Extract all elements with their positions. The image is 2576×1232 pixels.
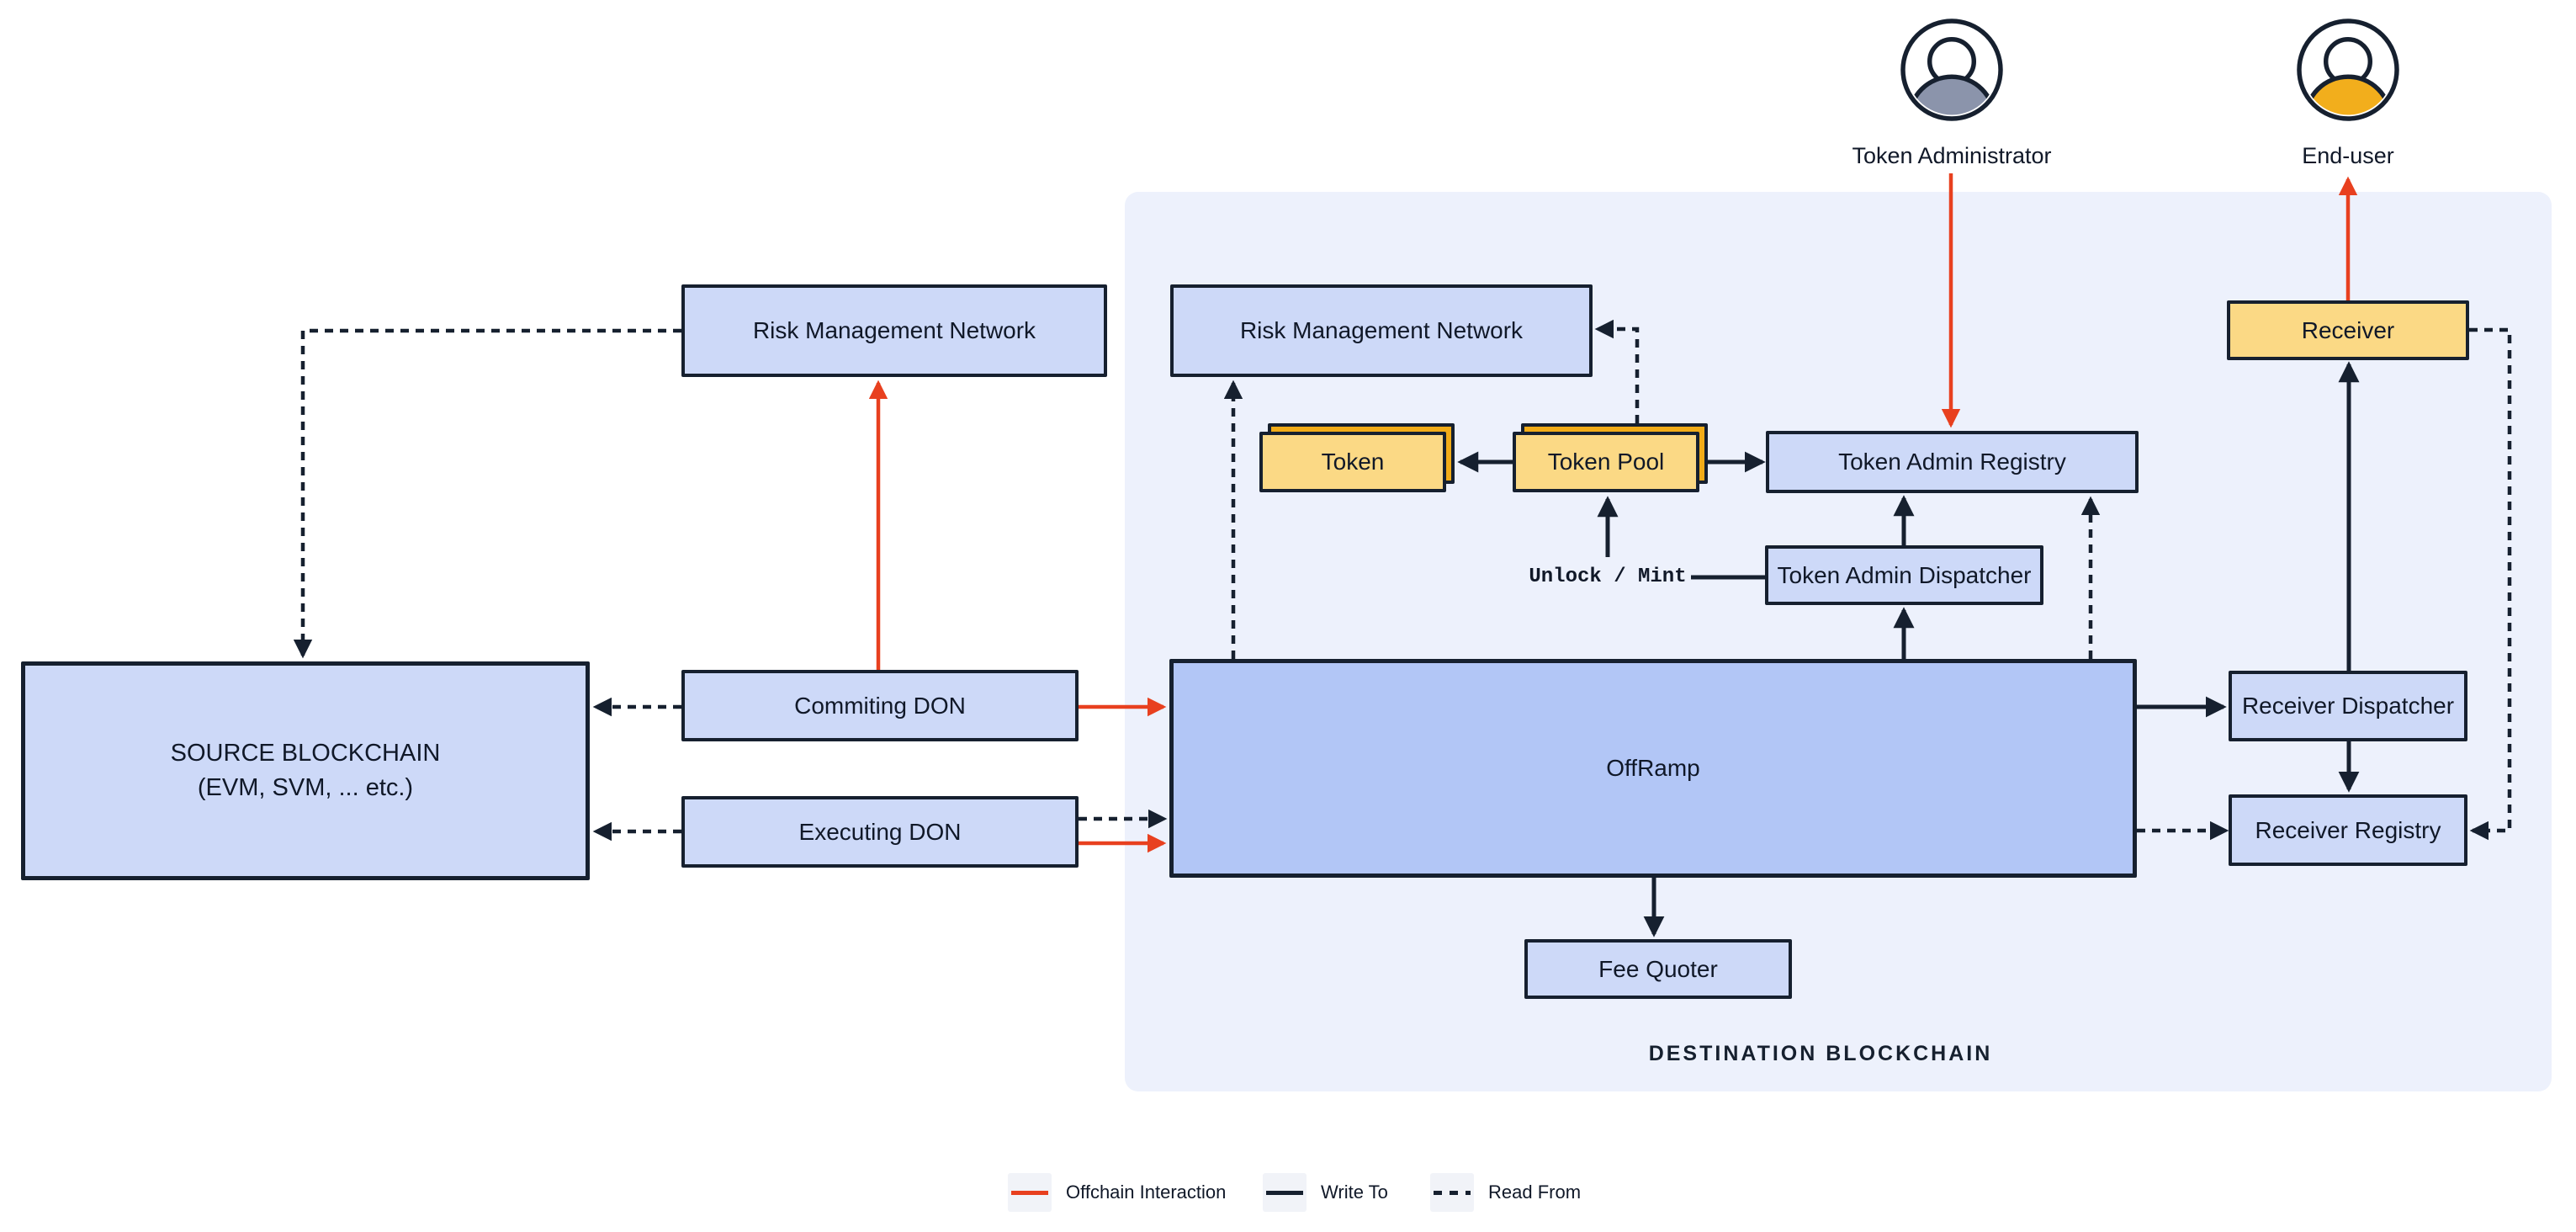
legend-item-read-from: Read From	[1430, 1173, 1581, 1212]
token-pool-card-front: Token Pool	[1513, 432, 1699, 492]
end-user-icon	[2297, 19, 2399, 121]
offramp-node: OffRamp	[1169, 659, 2137, 878]
legend-read-swatch	[1430, 1173, 1474, 1212]
receiver-dispatcher-node: Receiver Dispatcher	[2229, 671, 2467, 741]
legend-write-swatch	[1263, 1173, 1307, 1212]
receiver-node: Receiver	[2227, 300, 2469, 360]
legend-item-write-to: Write To	[1263, 1173, 1388, 1212]
token-card-front: Token	[1259, 432, 1446, 492]
legend-read-label: Read From	[1488, 1182, 1582, 1203]
token-pool-node: Token Pool	[1513, 423, 1708, 492]
destination-blockchain-label: DESTINATION BLOCKCHAIN	[1648, 1042, 1993, 1065]
token-admin-registry-node: Token Admin Registry	[1766, 431, 2139, 493]
token-admin-dispatcher-node: Token Admin Dispatcher	[1765, 545, 2043, 605]
risk-management-network-right-node: Risk Management Network	[1170, 284, 1593, 377]
executing-don-node: Executing DON	[681, 796, 1079, 868]
token-administrator-icon	[1900, 19, 2003, 121]
token-administrator-label: Token Administrator	[1852, 143, 2052, 168]
fee-quoter-node: Fee Quoter	[1524, 939, 1792, 999]
source-blockchain-line1: SOURCE BLOCKCHAIN	[170, 740, 441, 767]
edge-tokenpool-reads-rmnright	[1594, 319, 1640, 423]
legend-item-offchain: Offchain Interaction	[1008, 1173, 1226, 1212]
end-user-label: End-user	[2302, 143, 2394, 168]
legend-offchain-swatch	[1008, 1173, 1052, 1212]
risk-management-network-left-node: Risk Management Network	[681, 284, 1107, 377]
edge-rmnleft-reads-source	[293, 328, 681, 659]
source-blockchain-line2: (EVM, SVM, ... etc.)	[197, 774, 414, 801]
commiting-don-node: Commiting DON	[681, 670, 1079, 741]
legend-write-label: Write To	[1321, 1182, 1388, 1203]
token-node: Token	[1259, 423, 1455, 492]
unlock-mint-label: Unlock / Mint	[1529, 566, 1687, 588]
legend-offchain-label: Offchain Interaction	[1066, 1182, 1227, 1203]
receiver-registry-node: Receiver Registry	[2229, 794, 2467, 866]
edge-receiver-reads-receiver-registry	[2469, 327, 2512, 841]
source-blockchain-node: SOURCE BLOCKCHAIN (EVM, SVM, ... etc.)	[21, 661, 590, 880]
